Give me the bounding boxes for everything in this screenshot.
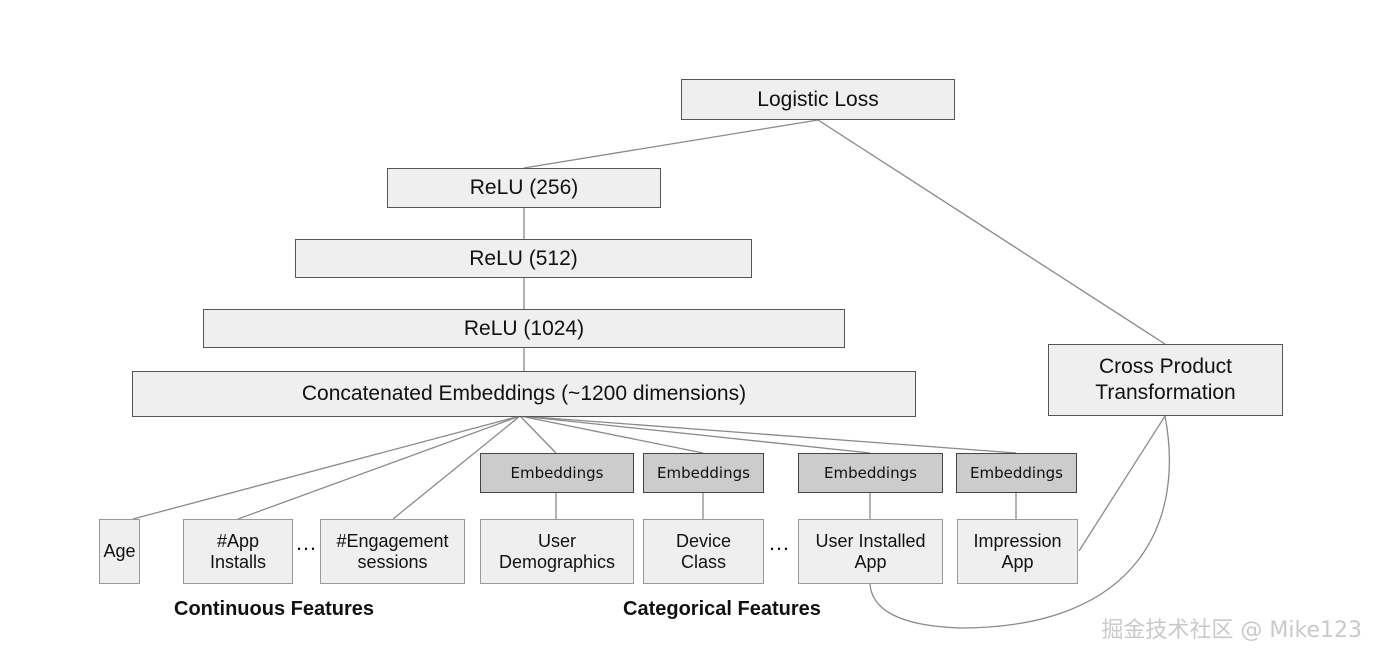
embeddings-box-4: Embeddings — [956, 453, 1077, 493]
concatenated-embeddings-label: Concatenated Embeddings (~1200 dimension… — [301, 382, 747, 405]
embeddings-box-3: Embeddings — [798, 453, 943, 493]
feature-device-class-label: Device Class — [675, 530, 732, 572]
relu-512-box: ReLU (512) — [295, 239, 752, 278]
feature-device-class: Device Class — [643, 519, 764, 584]
embeddings-label: Embeddings — [824, 464, 917, 482]
logistic-loss-label: Logistic Loss — [757, 87, 879, 111]
cross-product-box: Cross Product Transformation — [1048, 344, 1283, 416]
watermark: 掘金技术社区 @ Mike123 — [1101, 618, 1362, 643]
edge-loss-relu256 — [523, 119, 819, 169]
feature-user-installed-app-label: User Installed App — [815, 530, 926, 572]
relu-1024-box: ReLU (1024) — [203, 309, 845, 348]
edge-concat-emb4 — [519, 415, 1017, 454]
concatenated-embeddings-box: Concatenated Embeddings (~1200 dimension… — [132, 371, 916, 417]
embeddings-label: Embeddings — [657, 464, 750, 482]
feature-user-demographics-label: User Demographics — [498, 530, 616, 572]
edge-cross-impression — [1078, 415, 1166, 552]
categorical-ellipsis: … — [768, 530, 790, 555]
edge-concat-emb1 — [519, 415, 557, 454]
logistic-loss-box: Logistic Loss — [681, 79, 955, 120]
feature-engagement-sessions: #Engagement sessions — [320, 519, 465, 584]
continuous-features-title: Continuous Features — [174, 598, 375, 620]
relu-1024-label: ReLU (1024) — [463, 316, 585, 340]
edge-loss-cross — [817, 119, 1166, 345]
edge-concat-appinstalls — [237, 415, 521, 520]
relu-512-label: ReLU (512) — [469, 246, 578, 270]
edge-concat-engagement — [392, 415, 521, 520]
embeddings-box-2: Embeddings — [643, 453, 764, 493]
embeddings-box-1: Embeddings — [480, 453, 634, 493]
embeddings-label: Embeddings — [970, 464, 1063, 482]
edge-concat-emb3 — [519, 415, 871, 454]
relu-256-label: ReLU (256) — [469, 176, 579, 199]
cross-product-label: Cross Product Transformation — [1095, 355, 1236, 404]
feature-age-label: Age — [103, 541, 136, 561]
feature-impression-app: Impression App — [957, 519, 1078, 584]
feature-age: Age — [99, 519, 140, 584]
feature-impression-app-label: Impression App — [973, 530, 1062, 572]
feature-user-demographics: User Demographics — [480, 519, 634, 584]
embeddings-label: Embeddings — [510, 464, 604, 482]
relu-256-box: ReLU (256) — [387, 168, 661, 208]
edge-cross-userinstalled — [869, 415, 1171, 629]
feature-app-installs: #App Installs — [183, 519, 293, 584]
feature-app-installs-label: #App Installs — [209, 530, 267, 572]
feature-engagement-sessions-label: #Engagement sessions — [336, 530, 449, 572]
feature-user-installed-app: User Installed App — [798, 519, 943, 584]
edge-concat-emb2 — [519, 415, 704, 454]
edge-concat-age — [132, 415, 521, 520]
categorical-features-title: Categorical Features — [623, 598, 821, 620]
continuous-ellipsis: … — [295, 530, 317, 555]
